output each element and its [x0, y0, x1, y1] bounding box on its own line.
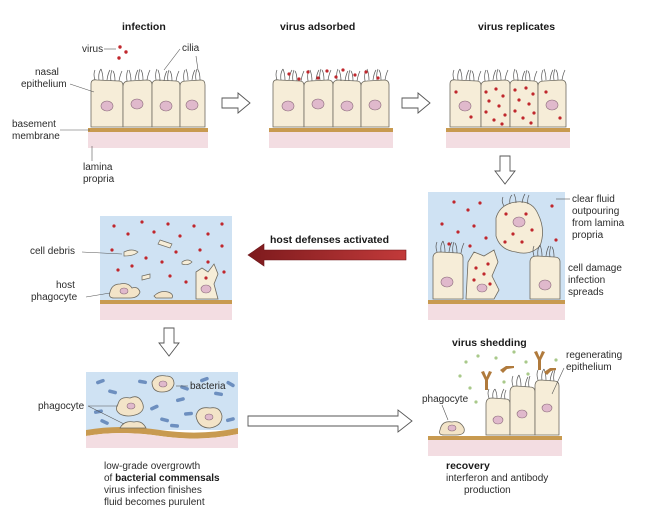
caption-of-prefix: of	[104, 473, 115, 484]
caption-fluid-purulent: fluid becomes purulent	[104, 497, 205, 508]
arrow-to-clear-fluid	[494, 155, 516, 185]
caption-bacterial-line: of bacterial commensals	[104, 473, 220, 484]
panel-clear-fluid: clear fluid outpouring from lamina propr…	[428, 192, 625, 320]
label-cilia: cilia	[182, 43, 200, 54]
panel-infection: infection virus cilia nasal epithelium b…	[12, 21, 208, 185]
panel-host-defenses: cell debris host phagocyte	[30, 216, 232, 320]
label-virus: virus	[82, 44, 103, 55]
label-epithelium-2: epithelium	[566, 362, 612, 373]
caption-bacterial: low-grade overgrowth of bacterial commen…	[104, 461, 220, 508]
caption-recovery: recovery interferon and antibody product…	[446, 460, 548, 496]
label-host-phagocyte: phagocyte	[31, 292, 78, 303]
stage-title-infection: infection	[122, 21, 166, 33]
label-phagocyte-bacteria: phagocyte	[38, 401, 85, 412]
label-outpouring: outpouring	[572, 206, 619, 217]
arrow-to-virus-adsorbed	[221, 92, 251, 114]
label-clear-fluid: clear fluid	[572, 194, 615, 205]
caption-interferon: interferon and antibody	[446, 473, 548, 484]
label-membrane: membrane	[12, 131, 60, 142]
arrow-to-recovery	[247, 409, 413, 433]
label-regenerating: regenerating	[566, 350, 622, 361]
caption-recovery-title: recovery	[446, 460, 490, 472]
label-cell-damage: cell damage	[568, 263, 622, 274]
panel-virus-adsorbed: virus adsorbed	[269, 21, 393, 148]
stage-title-virus-adsorbed: virus adsorbed	[280, 21, 355, 33]
panel-bacterial-overgrowth: bacteria phagocyte	[38, 372, 238, 448]
arrow-to-bacteria	[158, 327, 180, 357]
label-spreads: spreads	[568, 287, 604, 298]
label-phagocyte-recovery: phagocyte	[422, 394, 469, 405]
stage-title-virus-replicates: virus replicates	[478, 21, 555, 33]
label-basement: basement	[12, 119, 56, 130]
label-propria: propria	[83, 174, 115, 185]
label-cell-debris: cell debris	[30, 246, 75, 257]
stage-title-host-defenses: host defenses activated	[270, 234, 389, 246]
panel-virus-replicates: virus replicates	[446, 21, 570, 148]
caption-bacterial-commensals: bacterial commensals	[115, 473, 220, 484]
label-bacteria: bacteria	[190, 381, 226, 392]
caption-virus-finishes: virus infection finishes	[104, 485, 202, 496]
label-from-lamina: from lamina	[572, 218, 625, 229]
label-epithelium: epithelium	[21, 79, 67, 90]
label-infection: infection	[568, 275, 605, 286]
label-propria-2: propria	[572, 230, 604, 241]
label-host: host	[56, 280, 75, 291]
caption-low-grade: low-grade overgrowth	[104, 461, 200, 472]
host-defenses-arrow: host defenses activated	[247, 234, 407, 267]
stage-title-virus-shedding: virus shedding	[452, 337, 527, 349]
caption-production: production	[464, 485, 511, 496]
label-lamina: lamina	[83, 162, 113, 173]
label-nasal: nasal	[35, 67, 59, 78]
panel-recovery: virus shedding phagocyte regenerating ep…	[422, 337, 622, 456]
arrow-to-virus-replicates	[401, 92, 431, 114]
